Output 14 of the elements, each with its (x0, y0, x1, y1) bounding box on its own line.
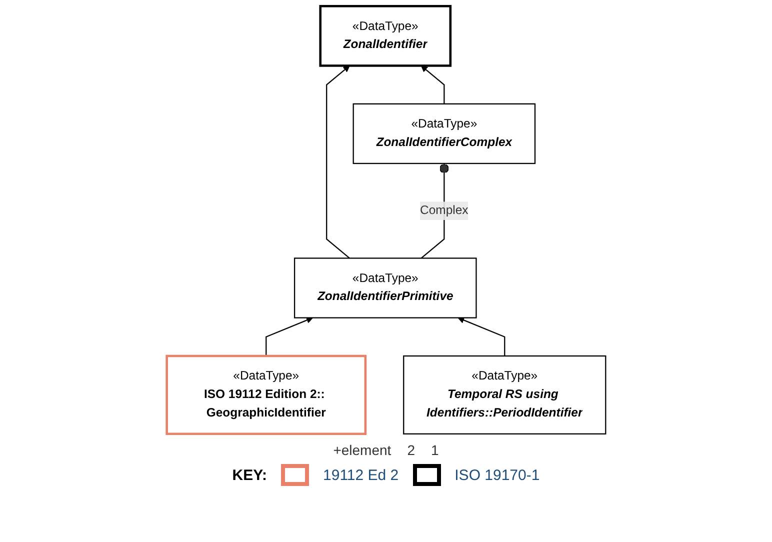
legend-heading: KEY: (232, 466, 268, 484)
note-label: +element (333, 442, 392, 458)
arrow (420, 65, 444, 104)
note-label: 1 (430, 442, 439, 458)
node-box: «DataType» ISO 19112 Edition 2:: GeographicIdentifier (165, 354, 366, 436)
node-box: «DataType» ZonalIdentifierComplex (352, 103, 536, 164)
edge-label: Complex (420, 204, 468, 217)
arrow (265, 316, 313, 356)
node-box: «DataType» ZonalIdentifierPrimitive (294, 258, 477, 318)
legend-text: ISO 19170-1 (454, 466, 540, 484)
arrow (326, 65, 350, 259)
legend-text: 19112 Ed 2 (323, 466, 399, 484)
arrow (458, 316, 505, 356)
note-label: 2 (407, 442, 415, 458)
